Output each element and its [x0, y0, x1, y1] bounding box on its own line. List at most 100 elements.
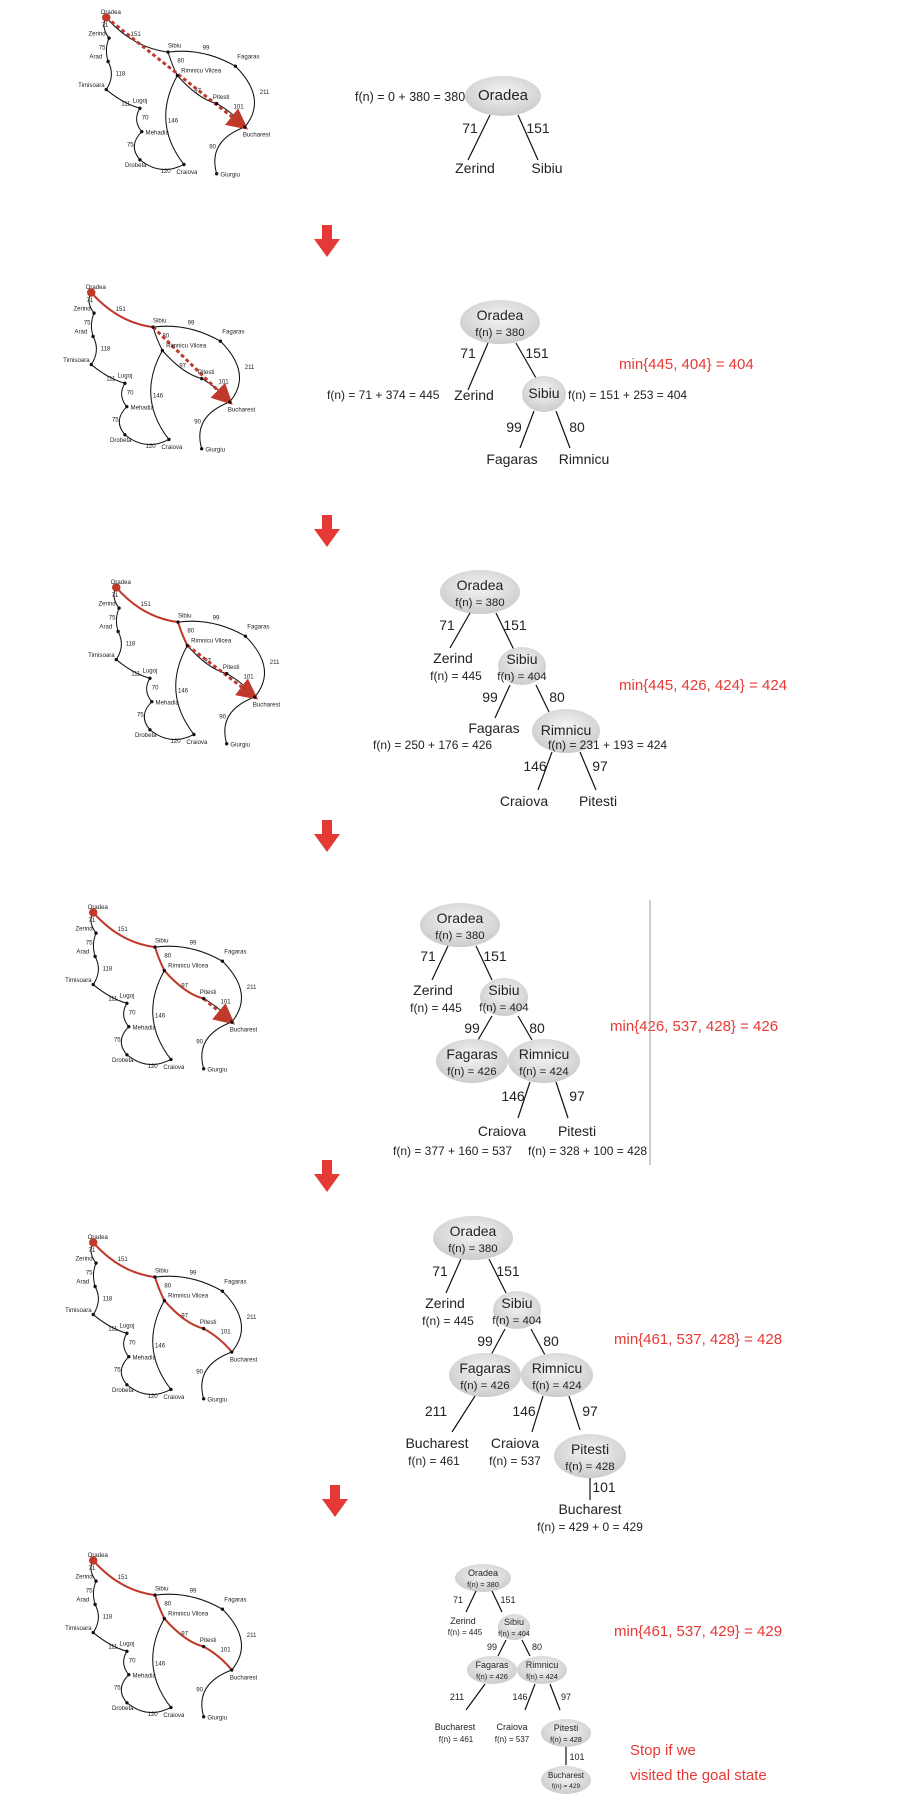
road-cost-oradea-sibiu: 151 — [141, 601, 152, 608]
tree-edge — [467, 114, 491, 161]
node-ellipse — [541, 1719, 591, 1747]
road-bucharest-giurgiu — [224, 696, 255, 744]
city-dot-mehadia — [150, 699, 154, 704]
city-dot-sibiu — [153, 1275, 157, 1279]
tree-edge — [465, 1683, 486, 1711]
city-dot-craiova — [169, 1387, 173, 1392]
city-dot-bucharest — [243, 125, 247, 129]
city-dot-craiova — [182, 162, 186, 167]
tree-edge — [475, 945, 493, 981]
city-dot-mehadia — [140, 129, 144, 134]
city-label-pitesti: Pitesti — [200, 989, 217, 996]
road-lugoj-mehadia — [123, 1003, 130, 1028]
node-label: Sibiu — [488, 982, 519, 998]
tree-edge — [431, 945, 449, 981]
road-cost-timisoara-lugoj: 111 — [121, 100, 131, 107]
leaf-zerind: Zerind — [433, 650, 473, 666]
city-label-bucharest: Bucharest — [243, 131, 271, 138]
city-label-rimnicu: Rimnicu Vilcea — [181, 68, 222, 75]
road-mehadia-drobeta — [133, 131, 143, 161]
node-ellipse — [480, 978, 528, 1016]
road-arad-timisoara — [90, 336, 97, 365]
tree-edge — [490, 1328, 506, 1356]
node-ellipse — [460, 300, 540, 344]
node-ellipse — [517, 1656, 567, 1684]
city-label-mehadia: Mehadia — [133, 1024, 157, 1031]
city-label-sibiu: Sibiu — [155, 1267, 169, 1274]
tree-edge — [477, 1015, 493, 1041]
city-label-bucharest: Bucharest — [230, 1356, 258, 1363]
road-cost-sibiu-fagaras: 99 — [190, 939, 197, 946]
node-label: Fagaras — [475, 1660, 509, 1670]
city-label-fagaras: Fagaras — [224, 1597, 246, 1604]
edge-cost: 97 — [569, 1088, 585, 1104]
city-dot-drobeta — [125, 1053, 129, 1057]
road-mehadia-drobeta — [120, 1026, 130, 1056]
city-label-lugoj: Lugoj — [119, 1641, 134, 1648]
city-label-lugoj: Lugoj — [117, 373, 132, 380]
tree-edge — [517, 1015, 533, 1041]
node-label: Oradea — [450, 1223, 497, 1239]
road-cost-pitesti-bucharest: 101 — [234, 103, 245, 110]
road-drobeta-craiova — [149, 729, 195, 741]
arrow-shaft — [322, 225, 332, 239]
node-label: Sibiu — [506, 651, 537, 667]
road-cost-oradea-sibiu: 151 — [116, 306, 127, 313]
node-f-value: f(n) = 424 — [532, 1380, 582, 1392]
road-cost-rimnicu-craiova: 146 — [155, 1342, 166, 1349]
edge-cost: 97 — [561, 1692, 571, 1702]
route-map-3: 7115175118111707512099809714610121190Ora… — [88, 579, 280, 749]
road-cost-sibiu-rimnicu: 80 — [164, 1600, 171, 1607]
road-cost-bucharest-giurgiu: 90 — [219, 714, 226, 721]
edge-cost: 71 — [460, 345, 476, 361]
city-dot-oradea — [102, 13, 111, 22]
city-dot-zerind — [94, 1579, 98, 1583]
city-dot-giurgiu — [201, 1397, 206, 1401]
node-ellipse — [498, 1614, 530, 1640]
node-f-value: f(n) = 380 — [435, 930, 484, 942]
road-lugoj-mehadia — [121, 383, 128, 408]
node-label: Oradea — [477, 307, 524, 323]
city-label-sibiu: Sibiu — [178, 612, 192, 619]
city-dot-arad — [93, 1602, 97, 1607]
road-sibiu-fagaras — [154, 945, 223, 962]
edge-cost: 97 — [592, 758, 608, 774]
edge-cost: 146 — [512, 1692, 527, 1702]
road-zerind-arad — [92, 1262, 97, 1287]
road-zerind-arad — [90, 312, 95, 337]
city-label-arad: Arad — [76, 1597, 89, 1604]
city-label-timisoara: Timisoara — [65, 1625, 92, 1632]
road-bucharest-giurgiu — [201, 1669, 232, 1717]
f-value-text: f(n) = 71 + 374 = 445 — [327, 388, 440, 402]
node-f-value: f(n) = 426 — [447, 1066, 496, 1078]
road-cost-lugoj-mehadia: 70 — [129, 1658, 136, 1665]
road-lugoj-mehadia — [123, 1333, 130, 1358]
city-label-timisoara: Timisoara — [63, 357, 90, 364]
road-cost-arad-timisoara: 118 — [101, 346, 111, 353]
tree-edge — [555, 410, 571, 449]
leaf-bucharest: Bucharest — [405, 1435, 468, 1451]
city-label-arad: Arad — [99, 624, 112, 631]
node-f-value: f(n) = 426 — [460, 1380, 509, 1392]
city-dot-oradea — [89, 1556, 98, 1565]
tree-edge — [497, 1639, 507, 1657]
min-expression: min{426, 537, 428} = 426 — [610, 1018, 778, 1035]
road-cost-sibiu-rimnicu: 80 — [177, 57, 184, 64]
node-label: Oradea — [478, 87, 529, 104]
heuristic-line-sibiu-bucharest — [151, 326, 233, 405]
road-cost-bucharest-giurgiu: 90 — [196, 1369, 203, 1376]
city-label-timisoara: Timisoara — [65, 1307, 92, 1314]
city-label-craiova: Craiova — [163, 1064, 185, 1071]
tree-edge — [517, 1081, 531, 1119]
edge-cost: 80 — [529, 1020, 545, 1036]
road-cost-pitesti-bucharest: 101 — [219, 378, 230, 385]
leaf-bucharest: Bucharest — [435, 1722, 476, 1732]
city-dot-mehadia — [127, 1672, 131, 1677]
road-cost-sibiu-rimnicu: 80 — [162, 332, 169, 339]
